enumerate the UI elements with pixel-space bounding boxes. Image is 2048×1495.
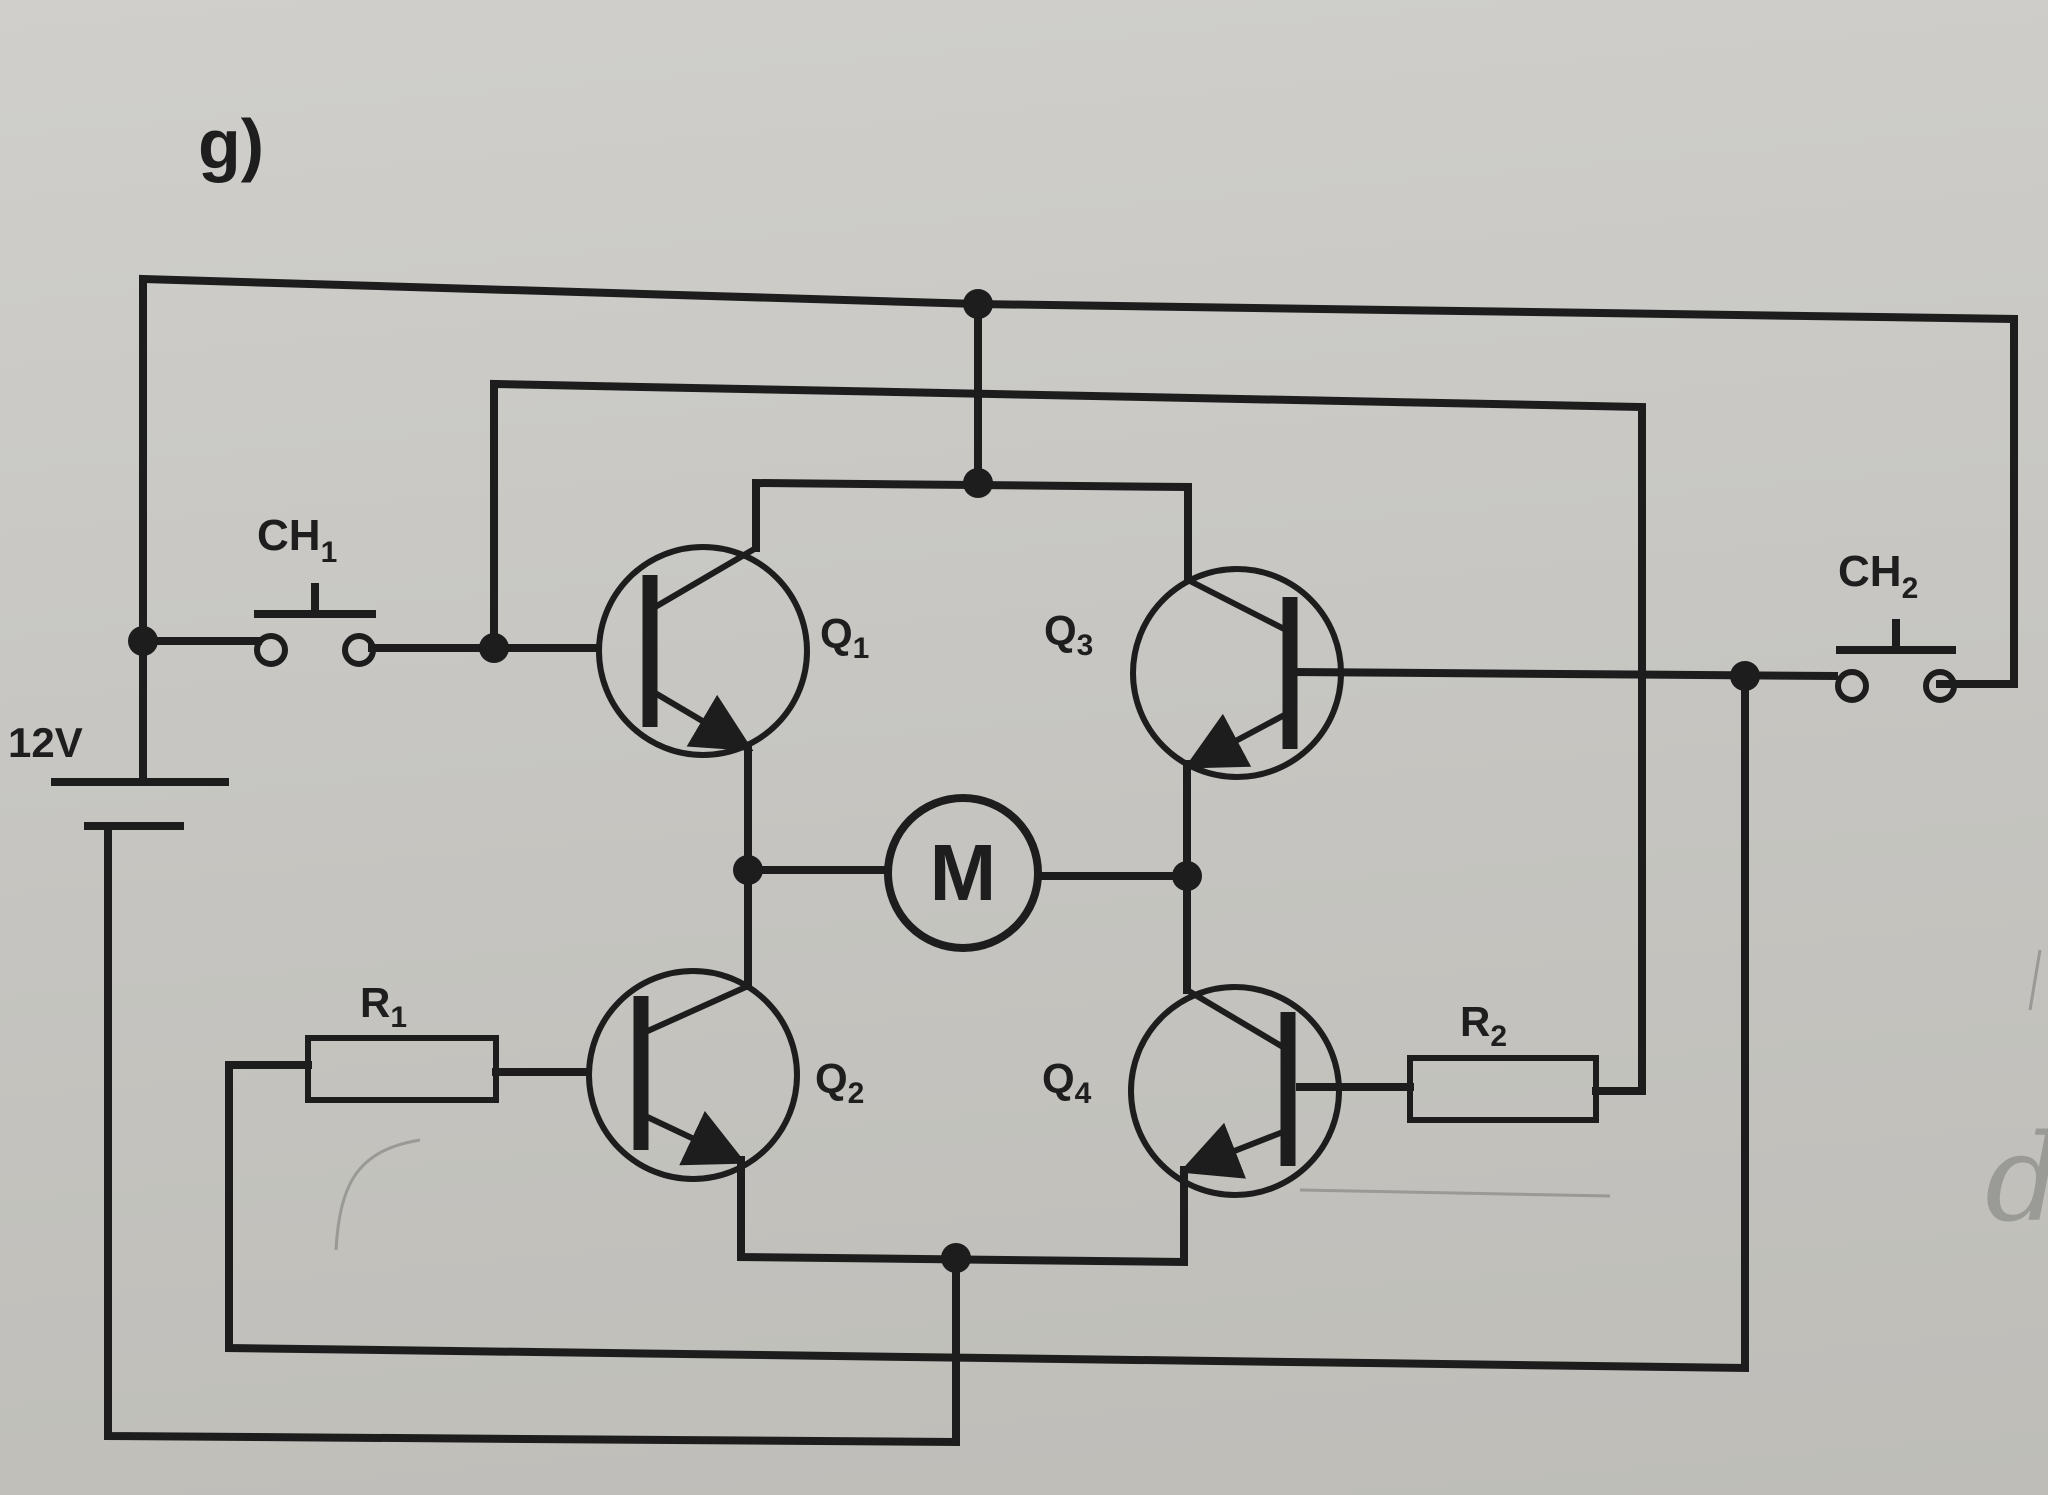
r1-return-wire <box>225 672 1749 1373</box>
q3-label: Q3 <box>1044 607 1093 662</box>
junction-nodes <box>128 289 1760 1273</box>
transistor-q2 <box>586 968 800 1182</box>
r1-label: R1 <box>360 979 407 1034</box>
ch1-label: CH1 <box>257 511 337 569</box>
transistor-q4 <box>1128 984 1342 1198</box>
transistor-q3 <box>1130 566 1344 780</box>
q4-label: Q4 <box>1042 1055 1092 1110</box>
ground-return-wire <box>104 823 960 1447</box>
pencil-marks <box>334 949 2042 1251</box>
q1-label: Q1 <box>820 610 869 665</box>
r2-rail-wire <box>490 379 1646 1095</box>
q2-label: Q2 <box>815 1055 864 1110</box>
transistor-q1 <box>596 544 810 758</box>
resistor-r2 <box>1407 1055 1599 1123</box>
battery-symbol <box>51 637 229 830</box>
switch-ch2 <box>1835 619 1957 703</box>
resistor-r1 <box>305 1035 499 1103</box>
motor-symbol <box>884 794 1042 952</box>
switch-ch1 <box>254 583 376 667</box>
r2-label: R2 <box>1460 998 1507 1053</box>
top-rail-wire <box>139 274 2018 688</box>
ch2-label: CH2 <box>1838 547 1918 605</box>
collector-rail-wire <box>752 478 1192 584</box>
figure-label: g) <box>198 105 264 183</box>
margin-note: d <box>1985 1110 2048 1249</box>
wires <box>104 274 2018 1447</box>
motor-label: M <box>930 828 997 917</box>
supply-label: 12V <box>8 719 83 766</box>
